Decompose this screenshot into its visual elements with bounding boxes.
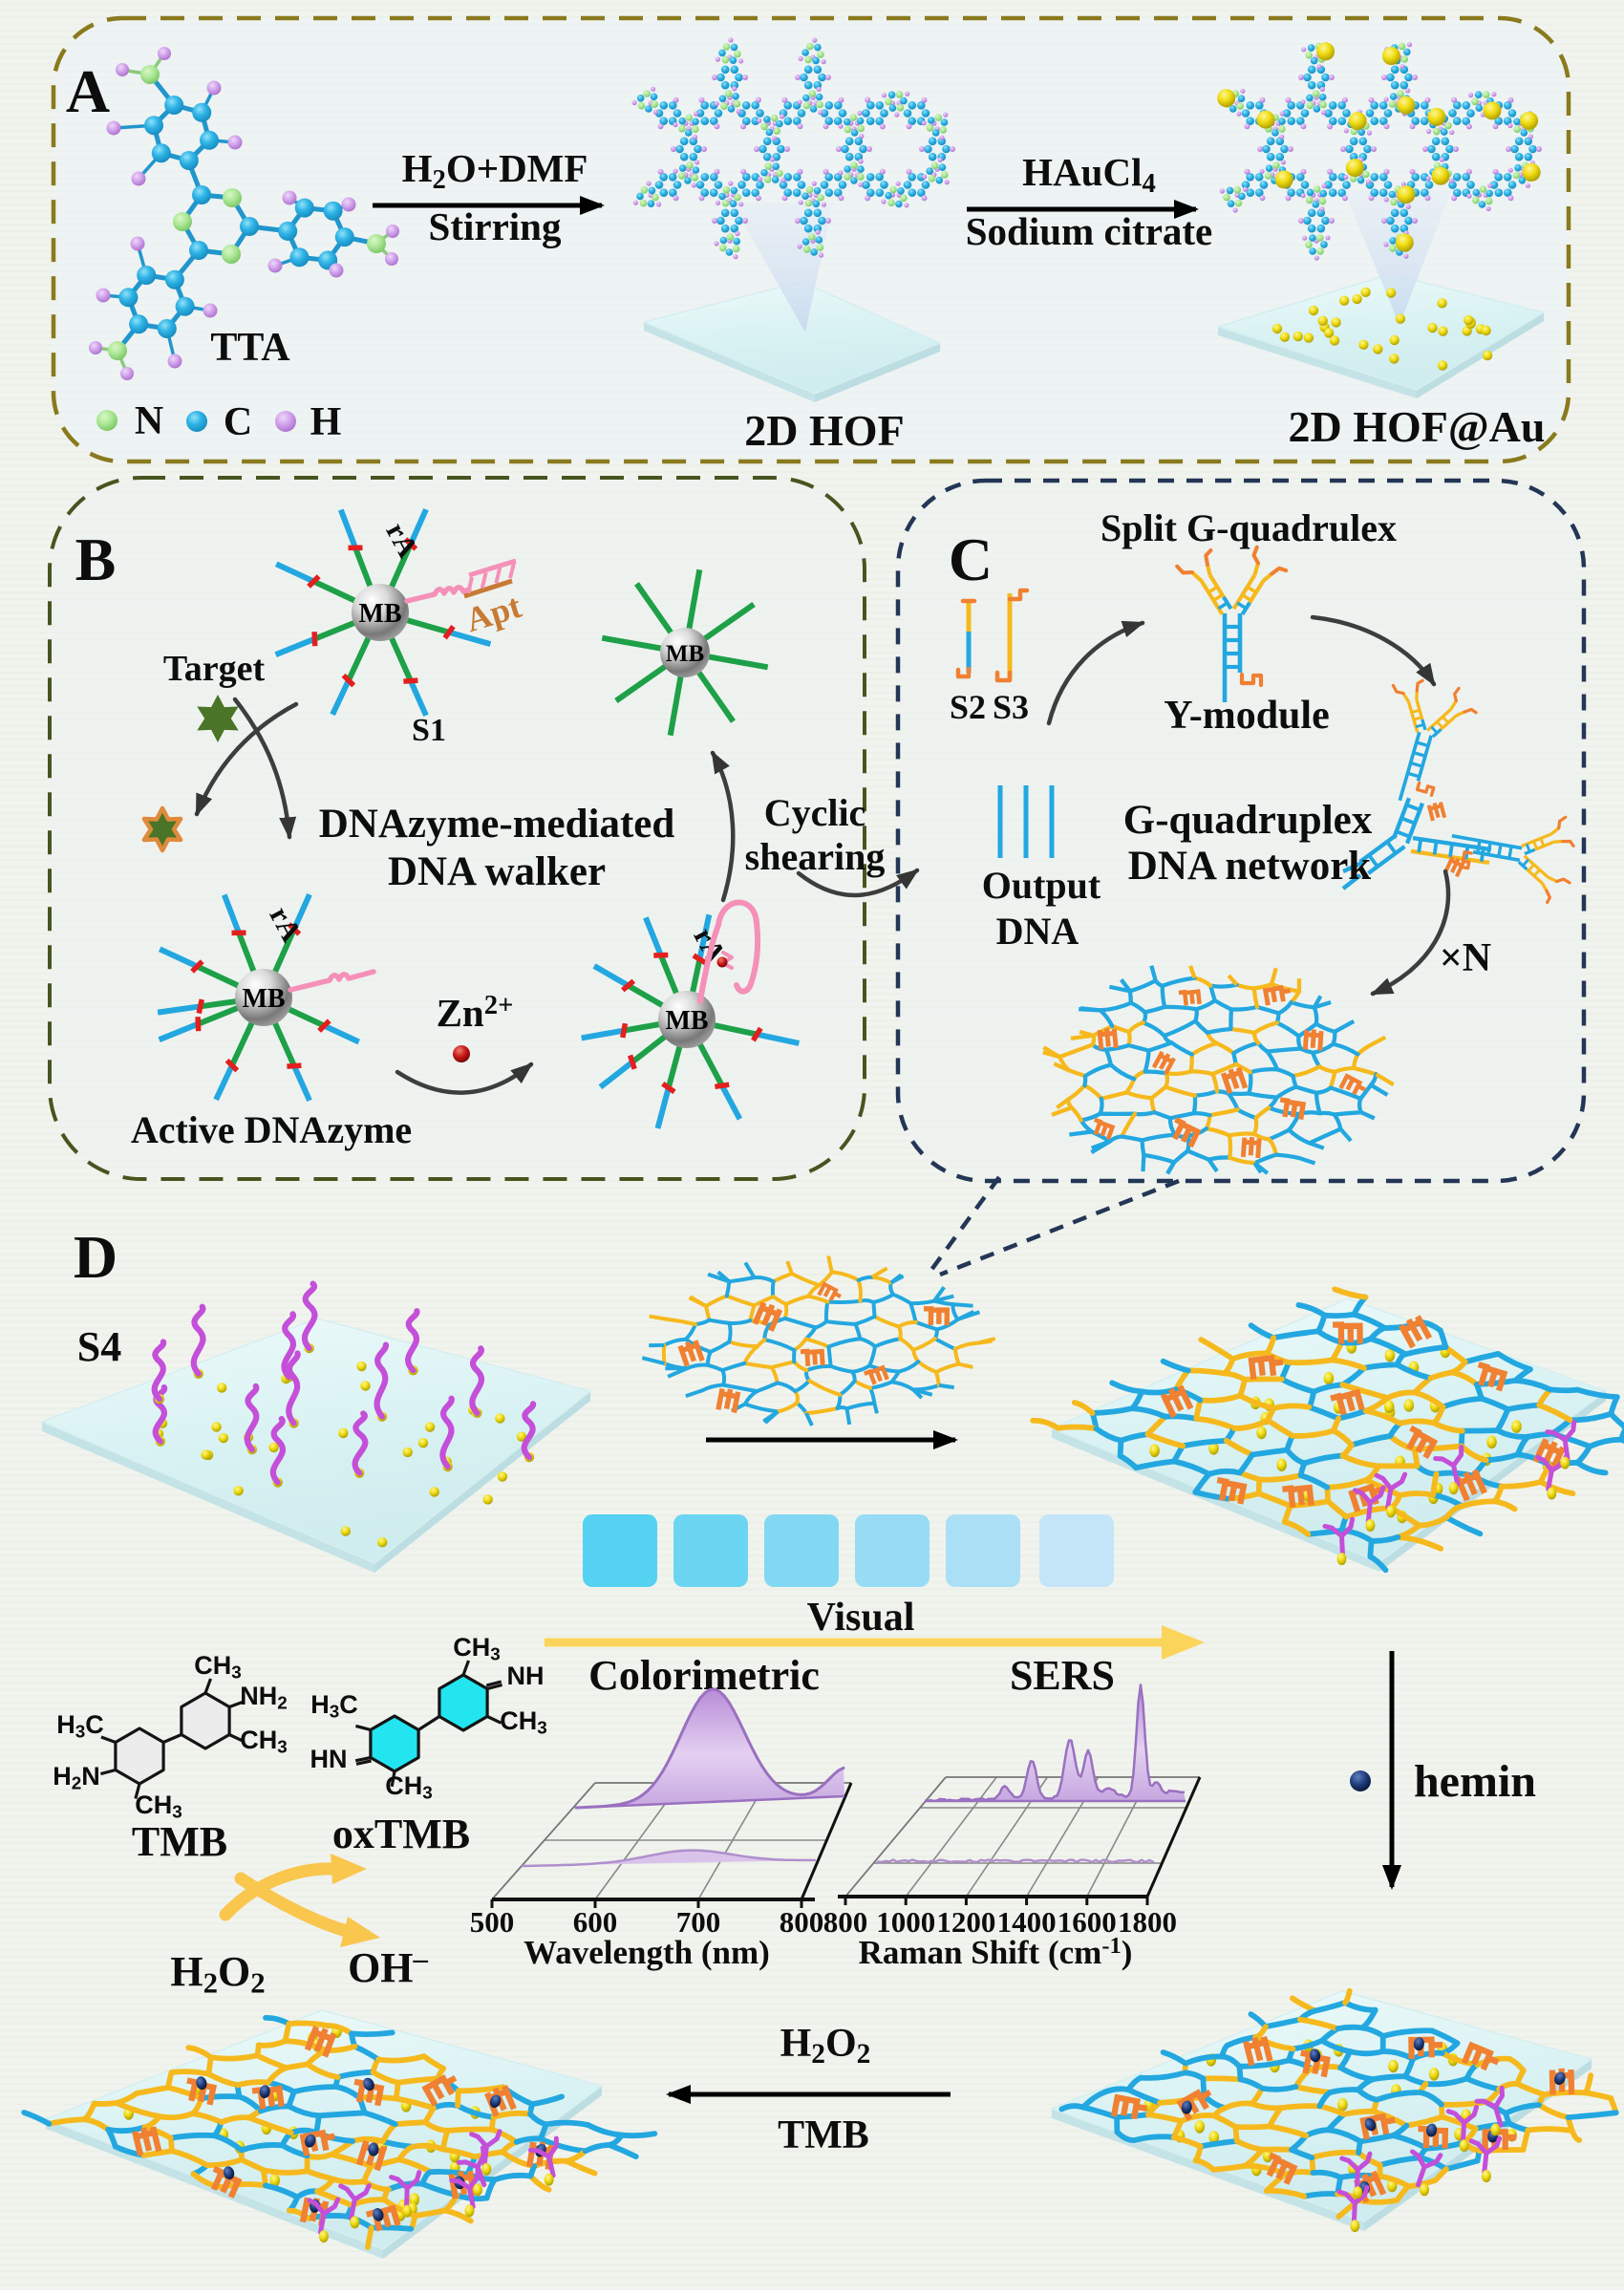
svg-text:TMB: TMB: [778, 2113, 869, 2157]
svg-text:MB: MB: [666, 641, 704, 667]
svg-text:G-quadruplex: G-quadruplex: [1123, 798, 1373, 843]
svg-text:Target: Target: [163, 649, 266, 689]
svg-text:Y-module: Y-module: [1164, 694, 1329, 738]
svg-text:Split G-quadrulex: Split G-quadrulex: [1100, 506, 1397, 549]
svg-text:H2O+DMF: H2O+DMF: [402, 146, 588, 195]
svg-text:HAuCl4: HAuCl4: [1022, 150, 1156, 199]
svg-text:Visual: Visual: [807, 1596, 915, 1640]
svg-text:Wavelength (nm): Wavelength (nm): [524, 1934, 770, 1971]
svg-text:MB: MB: [358, 599, 401, 629]
svg-text:HN: HN: [310, 1745, 348, 1773]
svg-text:Cyclic: Cyclic: [764, 791, 866, 834]
svg-text:TTA: TTA: [210, 326, 290, 370]
svg-text:C: C: [949, 525, 993, 593]
svg-text:oxTMB: oxTMB: [332, 1811, 470, 1857]
svg-text:DNA walker: DNA walker: [388, 849, 606, 894]
svg-text:500: 500: [470, 1905, 515, 1939]
svg-text:2D HOF@Au: 2D HOF@Au: [1289, 402, 1546, 451]
svg-text:Stirring: Stirring: [429, 204, 562, 248]
svg-text:DNAzyme-mediated: DNAzyme-mediated: [319, 802, 675, 847]
svg-text:S1: S1: [412, 713, 446, 748]
svg-text:MB: MB: [665, 1006, 708, 1036]
svg-text:D: D: [74, 1223, 118, 1291]
svg-text:S4: S4: [77, 1323, 121, 1370]
svg-text:S2: S2: [950, 688, 986, 726]
svg-text:shearing: shearing: [745, 835, 886, 878]
svg-text:Raman Shift (cm-1): Raman Shift (cm-1): [859, 1933, 1133, 1971]
svg-text:B: B: [75, 525, 117, 593]
svg-text:NH: NH: [507, 1662, 545, 1690]
svg-text:DNA network: DNA network: [1128, 844, 1371, 889]
svg-text:TMB: TMB: [132, 1818, 227, 1865]
svg-text:2D HOF: 2D HOF: [744, 406, 904, 455]
svg-text:C: C: [224, 400, 252, 444]
svg-text:A: A: [66, 57, 110, 125]
svg-text:800: 800: [780, 1905, 824, 1939]
svg-text:H: H: [310, 400, 342, 444]
svg-text:DNA: DNA: [996, 910, 1079, 953]
svg-text:hemin: hemin: [1414, 1756, 1536, 1807]
svg-text:S3: S3: [993, 688, 1029, 726]
svg-text:SERS: SERS: [1010, 1652, 1115, 1699]
svg-text:×N: ×N: [1440, 936, 1491, 980]
svg-text:Active DNAzyme: Active DNAzyme: [131, 1108, 412, 1151]
svg-text:MB: MB: [242, 984, 285, 1014]
svg-text:Output: Output: [982, 864, 1101, 907]
svg-text:Sodium citrate: Sodium citrate: [966, 209, 1213, 253]
svg-text:N: N: [135, 399, 163, 443]
